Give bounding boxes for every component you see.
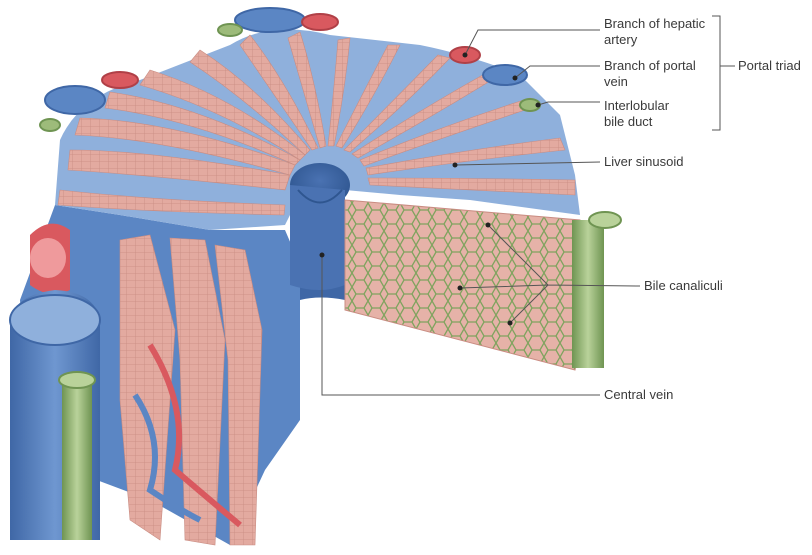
bile-duct-label: Interlobular bile duct (604, 98, 669, 130)
portal-vein-label: Branch of portal vein (604, 58, 696, 90)
cut-face-plates (120, 235, 262, 545)
central-vein-label: Central vein (604, 387, 673, 403)
hepatic-artery-label: Branch of hepatic artery (604, 16, 705, 48)
bile-canaliculi-label: Bile canaliculi (644, 278, 723, 294)
central-vein-shape (290, 163, 350, 290)
portal-triad-label: Portal triad (738, 58, 801, 74)
liver-sinusoid-label: Liver sinusoid (604, 154, 684, 170)
